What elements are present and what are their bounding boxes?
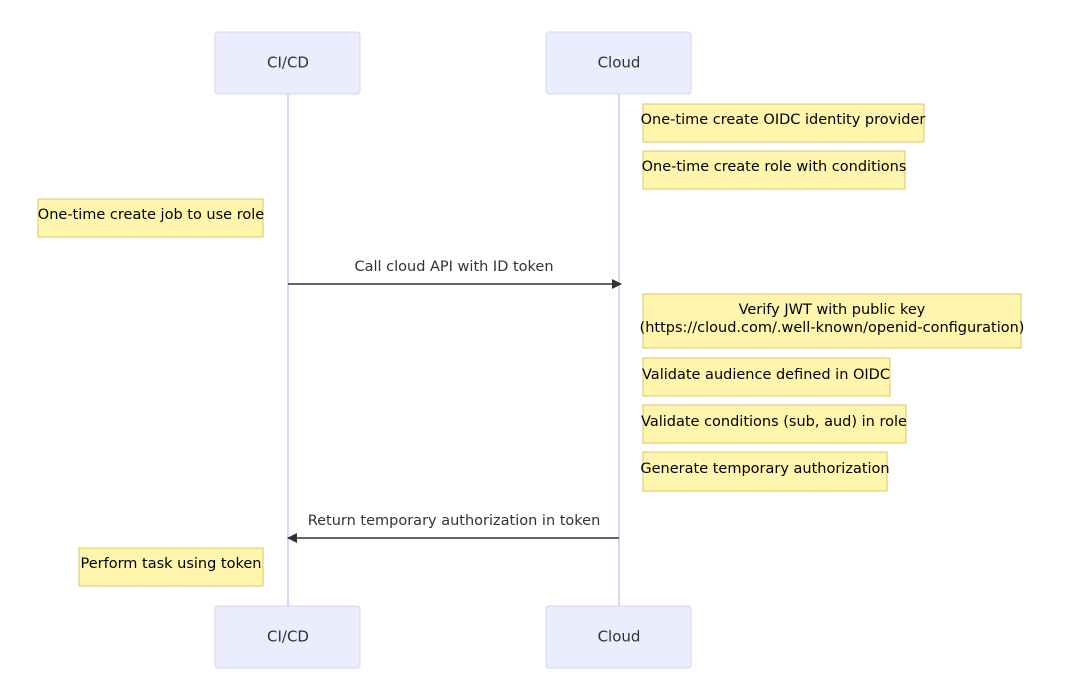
note-validate-conditions-text: Validate conditions (sub, aud) in role [641,414,907,430]
note-create-role-text: One-time create role with conditions [642,159,907,175]
actor-cicd-top: CI/CD [214,31,361,95]
note-create-oidc-provider-text: One-time create OIDC identity provider [641,112,926,128]
actor-cicd-top-label: CI/CD [267,54,309,72]
actor-cicd-bottom: CI/CD [214,605,361,669]
note-perform-task-text: Perform task using token [81,556,262,572]
note-create-oidc-provider: One-time create OIDC identity provider [641,103,926,143]
message-return-auth-label: Return temporary authorization in token [308,513,601,529]
message-call-api: Call cloud API with ID token [288,259,622,289]
actor-cicd-bottom-label: CI/CD [267,628,309,646]
note-verify-jwt-line1: Verify JWT with public key [739,302,926,318]
note-create-job: One-time create job to use role [37,198,264,238]
note-perform-task: Perform task using token [78,547,264,587]
note-verify-jwt: Verify JWT with public key (https://clou… [640,293,1025,349]
note-validate-audience: Validate audience defined in OIDC [642,357,891,397]
actor-cloud-bottom-label: Cloud [598,628,641,646]
note-validate-conditions: Validate conditions (sub, aud) in role [641,404,907,444]
note-generate-auth-text: Generate temporary authorization [640,461,889,477]
actor-cloud-top-label: Cloud [598,54,641,72]
actor-cloud-top: Cloud [545,31,692,95]
note-verify-jwt-line2: (https://cloud.com/.well-known/openid-co… [640,320,1025,336]
note-create-job-text: One-time create job to use role [38,207,264,223]
note-generate-auth: Generate temporary authorization [640,451,890,492]
note-validate-audience-text: Validate audience defined in OIDC [642,367,890,383]
message-return-auth: Return temporary authorization in token [287,513,619,543]
note-create-role: One-time create role with conditions [642,150,907,190]
message-call-api-label: Call cloud API with ID token [354,259,553,275]
actor-cloud-bottom: Cloud [545,605,692,669]
